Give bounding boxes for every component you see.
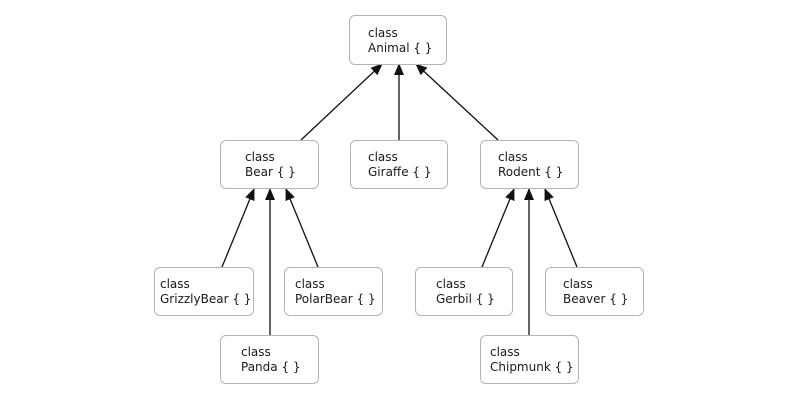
class-node-bear: class Bear { } bbox=[220, 140, 319, 189]
inherits-arrow-beaver-to-rodent bbox=[544, 188, 578, 268]
class-name-polar-bear: PolarBear { } bbox=[295, 292, 376, 306]
inherits-arrow-gerbil-to-rodent bbox=[481, 188, 515, 268]
class-node-chipmunk: class Chipmunk { } bbox=[480, 335, 579, 384]
class-name-gerbil: Gerbil { } bbox=[436, 292, 495, 306]
class-node-gerbil: class Gerbil { } bbox=[415, 267, 513, 316]
class-name-animal: Animal { } bbox=[368, 41, 433, 55]
class-name-panda: Panda { } bbox=[241, 360, 301, 374]
class-node-grizzly-bear: class GrizzlyBear { } bbox=[154, 267, 254, 316]
class-node-rodent: class Rodent { } bbox=[480, 140, 579, 189]
class-name-grizzly-bear: GrizzlyBear { } bbox=[160, 292, 252, 306]
class-keyword: class bbox=[295, 277, 325, 291]
class-name-beaver: Beaver { } bbox=[563, 292, 629, 306]
inherits-arrow-polar-to-bear bbox=[285, 188, 319, 268]
class-keyword: class bbox=[160, 277, 190, 291]
class-keyword: class bbox=[563, 277, 593, 291]
inherits-arrow-grizzly-to-bear bbox=[221, 188, 255, 268]
class-node-panda: class Panda { } bbox=[220, 335, 319, 384]
class-keyword: class bbox=[368, 26, 398, 40]
class-keyword: class bbox=[498, 150, 528, 164]
class-name-chipmunk: Chipmunk { } bbox=[490, 360, 574, 374]
class-keyword: class bbox=[245, 150, 275, 164]
class-name-giraffe: Giraffe { } bbox=[368, 165, 432, 179]
class-node-polar-bear: class PolarBear { } bbox=[284, 267, 383, 316]
class-keyword: class bbox=[490, 345, 520, 359]
inherits-arrow-bear-to-animal bbox=[300, 63, 383, 141]
inherits-arrow-rodent-to-animal bbox=[415, 63, 499, 141]
class-node-animal: class Animal { } bbox=[349, 15, 447, 65]
class-keyword: class bbox=[368, 150, 398, 164]
class-node-giraffe: class Giraffe { } bbox=[350, 140, 448, 189]
class-keyword: class bbox=[241, 345, 271, 359]
class-node-beaver: class Beaver { } bbox=[545, 267, 644, 316]
class-keyword: class bbox=[436, 277, 466, 291]
class-name-rodent: Rodent { } bbox=[498, 165, 564, 179]
class-name-bear: Bear { } bbox=[245, 165, 296, 179]
